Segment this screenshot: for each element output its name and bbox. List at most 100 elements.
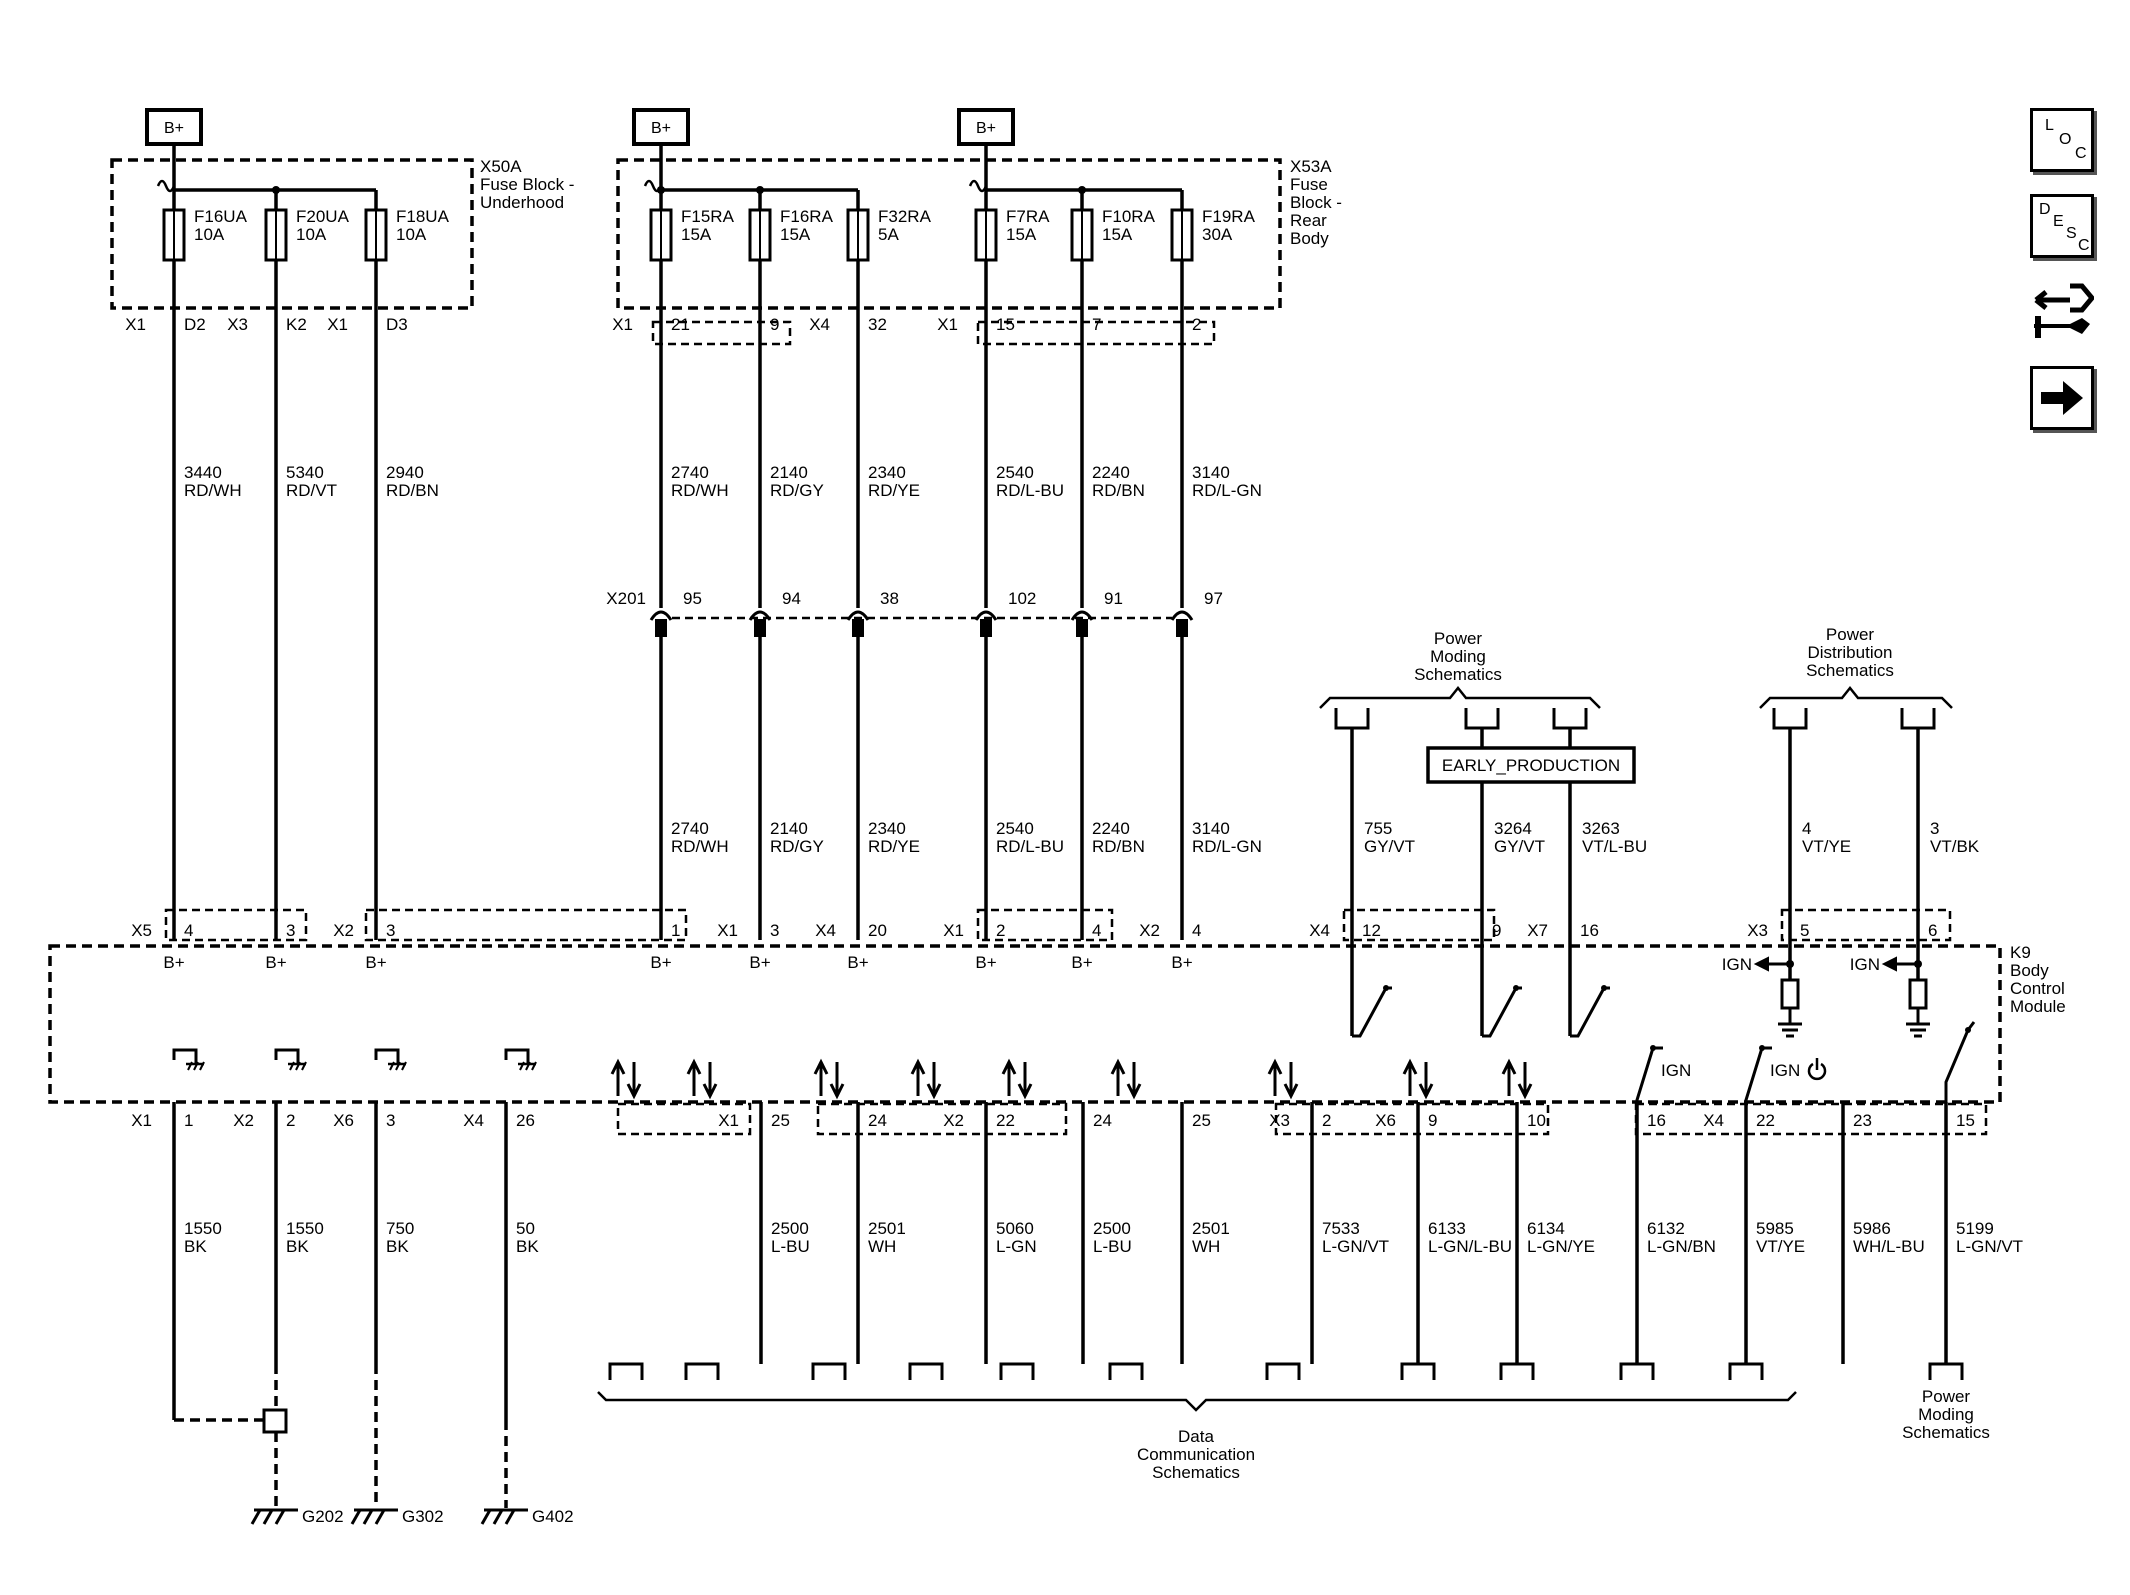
- fuse-rating: 30A: [1202, 225, 1233, 244]
- wire-circuit-label: 2340: [868, 463, 906, 482]
- wire-color-label: RD/BN: [1092, 837, 1145, 856]
- fuse-block-connector-label: X1: [612, 315, 633, 334]
- fuse-rating: 15A: [1006, 225, 1037, 244]
- wire-circuit-label: 5986: [1853, 1219, 1891, 1238]
- wire-circuit-label: 2501: [1192, 1219, 1230, 1238]
- next-page-button[interactable]: [2030, 366, 2094, 430]
- fuse-block-connector-label: X1: [937, 315, 958, 334]
- inline-connector-female-2: [846, 610, 870, 621]
- data-arrow-down-8: [1517, 1062, 1533, 1100]
- wire-color-label: L-GN/VT: [1322, 1237, 1389, 1256]
- wire-circuit-label: 755: [1364, 819, 1392, 838]
- bcm-bplus-input-label: B+: [265, 953, 286, 972]
- data-communication-plug-10: [1728, 1362, 1764, 1380]
- ign-arrow-head: [1753, 956, 1769, 972]
- wire-circuit-label: 2500: [1093, 1219, 1131, 1238]
- pull-down-resistor-1: [1908, 978, 1928, 1010]
- body-control-module-name-line: K9: [2010, 943, 2031, 962]
- location-letter-o: O: [2059, 131, 2072, 148]
- wire-circuit-label: 5985: [1756, 1219, 1794, 1238]
- power-moding-plug-bottom: [1928, 1362, 1964, 1380]
- wire-circuit-label: 6134: [1527, 1219, 1565, 1238]
- wire-circuit-label: 750: [386, 1219, 414, 1238]
- fuse-block-connector-label: X4: [809, 315, 830, 334]
- bus-tilde-2: [968, 179, 988, 193]
- wire-color-label: GY/VT: [1364, 837, 1415, 856]
- wire-color-label: L-BU: [771, 1237, 810, 1256]
- power-moding-reference-bottom-line: Power: [1922, 1387, 1971, 1406]
- bcm-bplus-input-label: B+: [749, 953, 770, 972]
- bcm-internal-ground-3: [504, 1048, 530, 1064]
- fuse-name: F7RA: [1006, 207, 1050, 226]
- fuse-block-connector-x1b-group: [976, 320, 1216, 346]
- bcm-connector-label: X4: [815, 921, 836, 940]
- wire-color-label: VT/YE: [1802, 837, 1851, 856]
- fuse-rating: 15A: [780, 225, 811, 244]
- fuse-block-connector-label: X1: [327, 315, 348, 334]
- wire-circuit-label: 50: [516, 1219, 535, 1238]
- wire-color-label: RD/L-GN: [1192, 837, 1262, 856]
- bcm-connector-label: X1: [717, 921, 738, 940]
- bcm-pin-label: 3: [386, 921, 395, 940]
- bus-tilde-1: [643, 179, 663, 193]
- wire-color-label: BK: [516, 1237, 539, 1256]
- bcm-pin-label: 3: [286, 921, 295, 940]
- switch-contact-tail: [1966, 1021, 1976, 1031]
- wire-color-label: RD/YE: [868, 837, 920, 856]
- bcm-connector-label: X4: [1703, 1111, 1724, 1130]
- bcm-connector-group-x1b: [616, 1102, 752, 1136]
- bcm-connector-label: X3: [1747, 921, 1768, 940]
- description-button[interactable]: D E S C: [2030, 194, 2094, 258]
- bcm-connector-group-x4: [1342, 908, 1496, 942]
- fuse-block-rear-body-name-line: Block -: [1290, 193, 1342, 212]
- power-moding-brace: [1319, 685, 1601, 709]
- description-letter-d: D: [2039, 201, 2051, 218]
- ground-hash: [199, 1061, 205, 1071]
- power-distribution-plug-0: [1772, 708, 1808, 730]
- wire-circuit-label: 2540: [996, 463, 1034, 482]
- pull-down-resistor-0: [1780, 978, 1800, 1010]
- inline-connector-name: X201: [606, 589, 646, 608]
- wire-color-label: WH: [868, 1237, 896, 1256]
- bcm-connector-label: X6: [333, 1111, 354, 1130]
- inline-connector-pin: 94: [782, 589, 801, 608]
- fuse-block-pin-label: D2: [184, 315, 206, 334]
- wire-color-label: RD/GY: [770, 481, 824, 500]
- location-letter-l: L: [2045, 117, 2054, 134]
- ign-label: IGN: [1770, 1061, 1800, 1080]
- inline-connector-pin: 95: [683, 589, 702, 608]
- data-arrow-up-1: [686, 1058, 702, 1096]
- description-letter-e: E: [2053, 213, 2064, 230]
- data-communication-plug-9: [1619, 1362, 1655, 1380]
- wire-circuit-label: 2340: [868, 819, 906, 838]
- bcm-connector-label: X4: [463, 1111, 484, 1130]
- ign-label: IGN: [1661, 1061, 1691, 1080]
- fuse-block-underhood-name-line: X50A: [480, 157, 522, 176]
- wire-color-label: L-GN: [996, 1237, 1037, 1256]
- bcm-pin-label: 24: [868, 1111, 887, 1130]
- connector-repair-button[interactable]: [2030, 278, 2096, 346]
- fuse-name: F20UA: [296, 207, 350, 226]
- bcm-pin-label: 2: [996, 921, 1005, 940]
- ground-label: G402: [532, 1507, 574, 1526]
- data-arrow-up-0: [610, 1058, 626, 1096]
- data-arrow-up-2: [813, 1058, 829, 1096]
- wire-color-label: L-BU: [1093, 1237, 1132, 1256]
- location-button[interactable]: L O C: [2030, 108, 2094, 172]
- bcm-pin-label: 9: [1492, 921, 1501, 940]
- power-moding-plug-0: [1334, 708, 1370, 730]
- power-moding-reference-line: Power: [1434, 629, 1483, 648]
- power-icon: [1807, 1062, 1827, 1081]
- data-communication-plug-6: [1265, 1362, 1301, 1380]
- wire-color-label: WH/L-BU: [1853, 1237, 1925, 1256]
- wire-circuit-label: 2140: [770, 463, 808, 482]
- fuse-block-pin-label: 9: [770, 315, 779, 334]
- fuse-rating: 5A: [878, 225, 899, 244]
- body-control-module-name-line: Control: [2010, 979, 2065, 998]
- fuse-block-connector-label: X1: [125, 315, 146, 334]
- power-distribution-plug-1: [1900, 708, 1936, 730]
- fuse-block-pin-label: 7: [1092, 315, 1101, 334]
- fuse-block-pin-label: 15: [996, 315, 1015, 334]
- ground-hash: [301, 1061, 307, 1071]
- bcm-connector-group-x1: [976, 908, 1114, 942]
